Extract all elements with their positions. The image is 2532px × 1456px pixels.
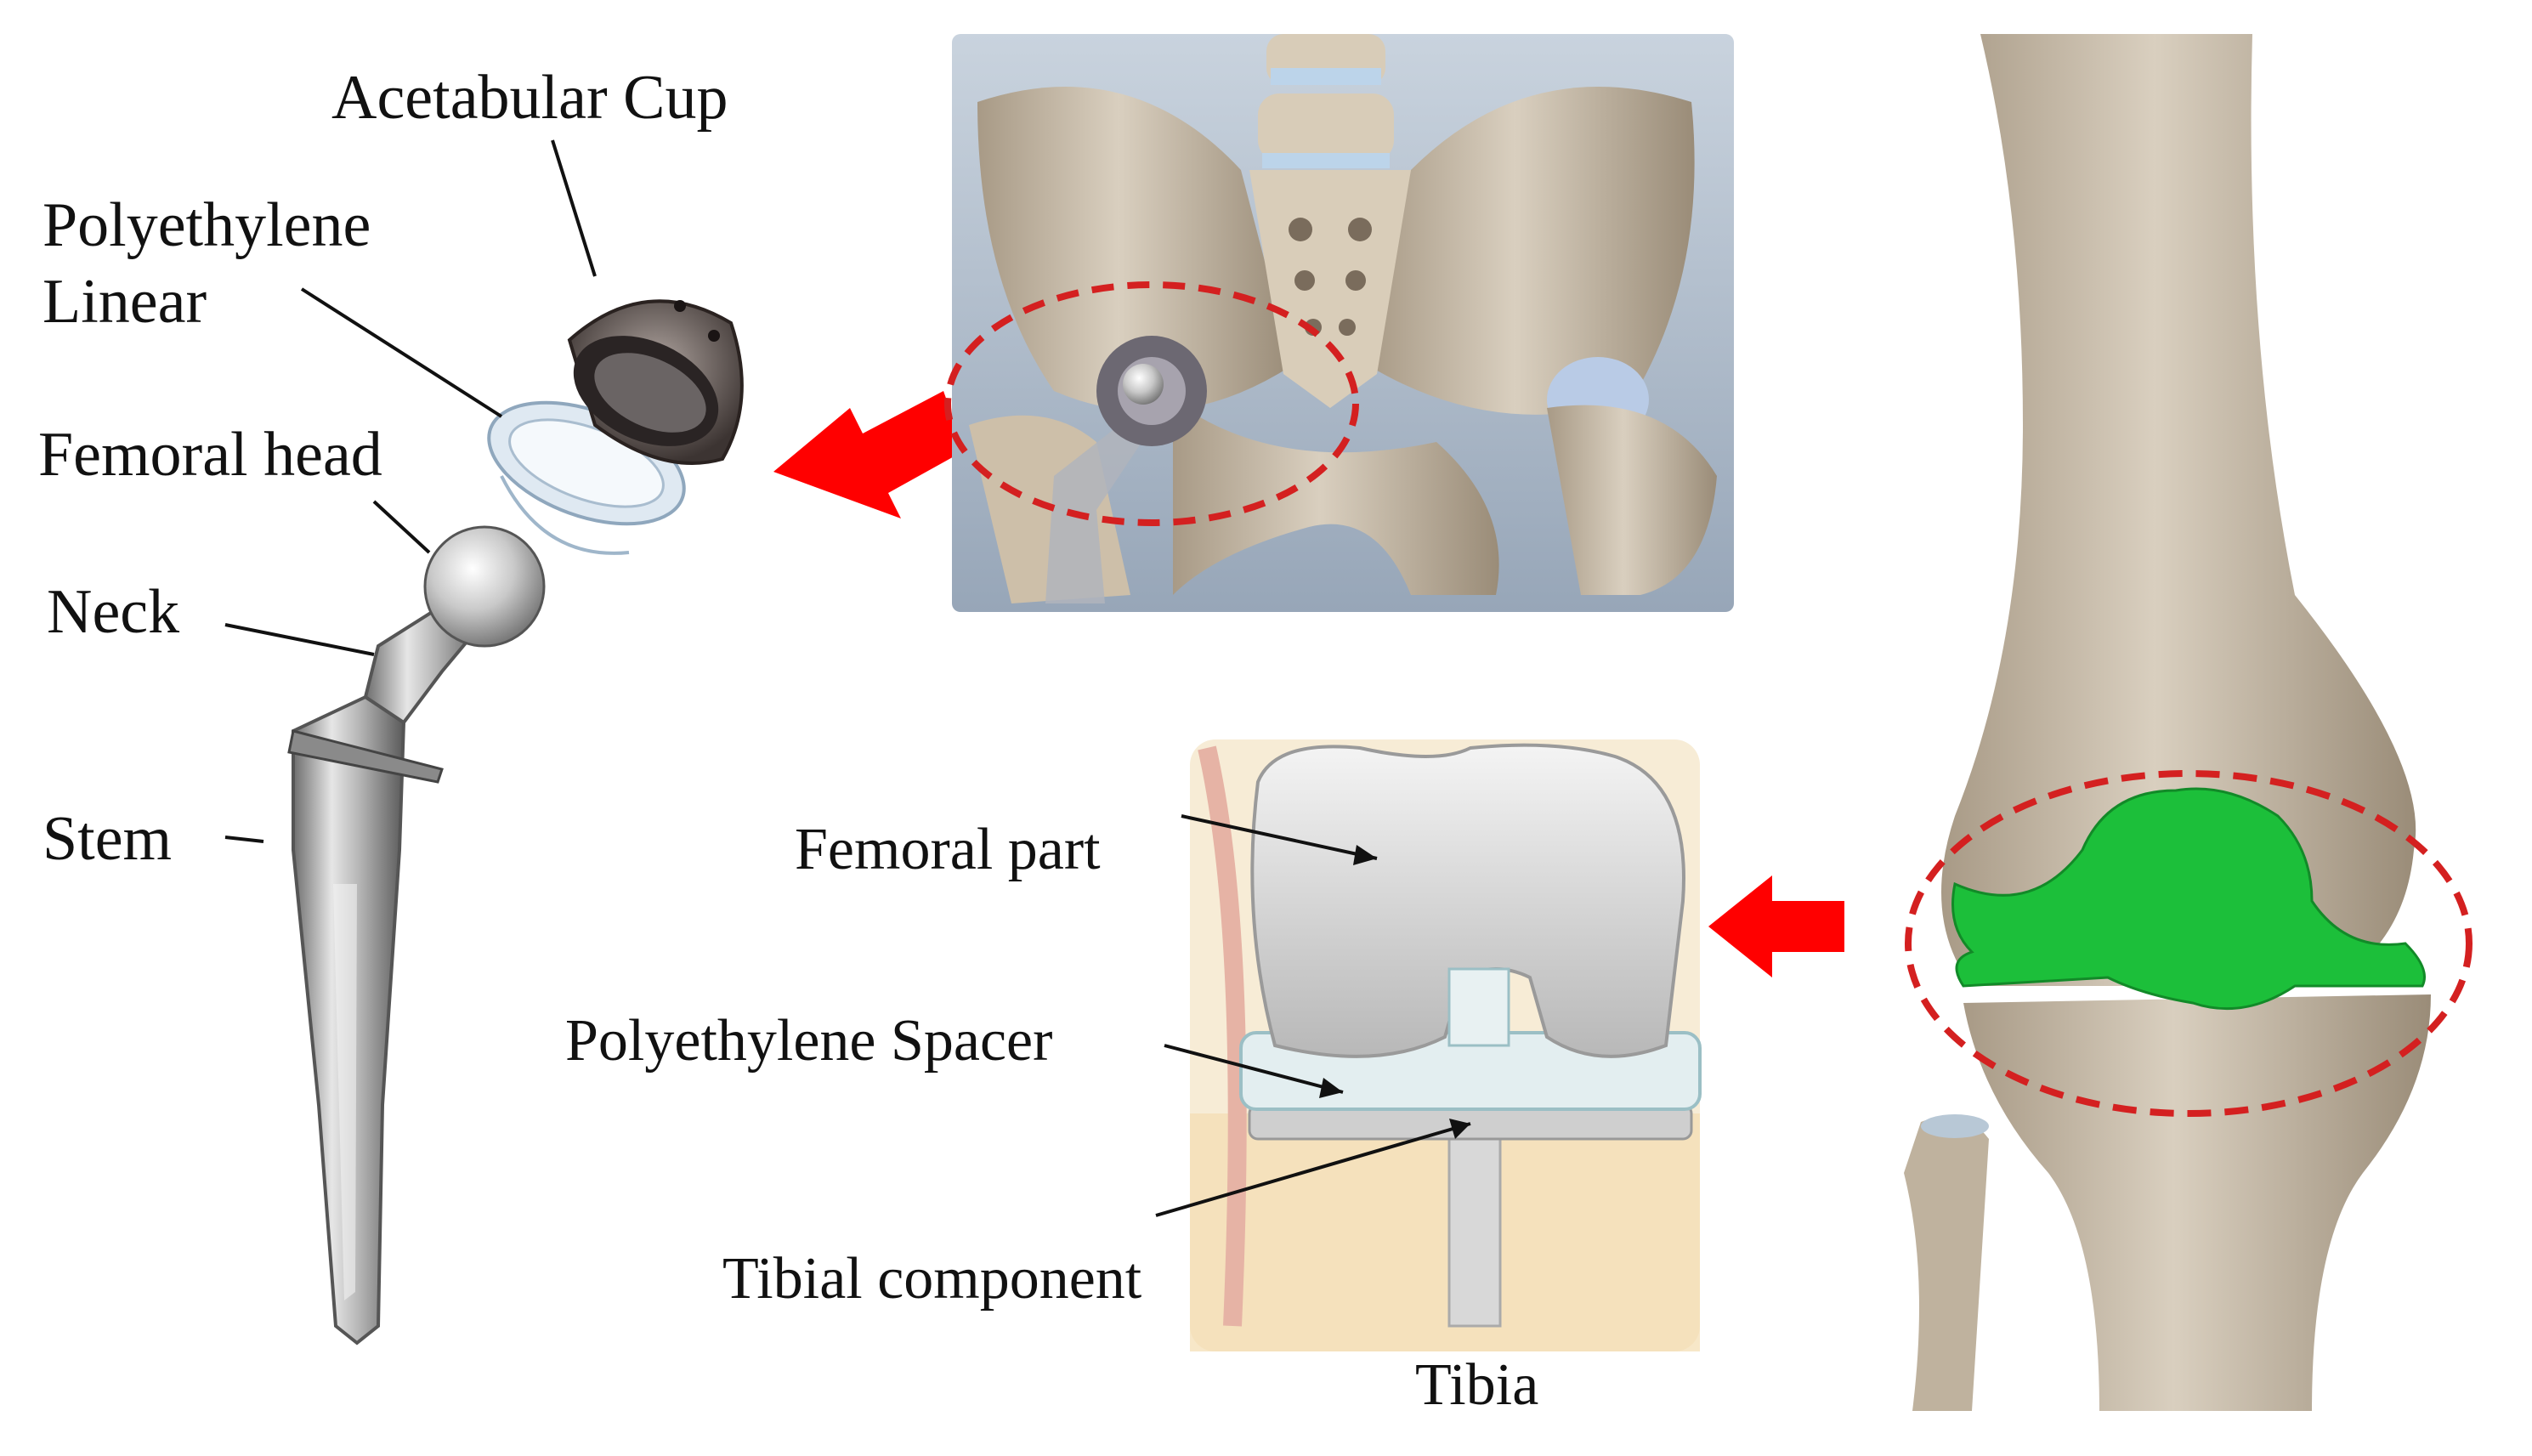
label-femoral-part: Femoral part xyxy=(795,817,1101,882)
label-polyethylene: Polyethylene xyxy=(42,190,371,260)
pelvis-illustration xyxy=(944,34,1734,612)
label-polyethylene-spacer: Polyethylene Spacer xyxy=(565,1008,1053,1074)
label-tibia: Tibia xyxy=(1415,1352,1539,1418)
knee-cartilage-highlight xyxy=(1951,787,2426,1011)
knee-anatomy-illustration xyxy=(1904,34,2473,1411)
label-femoral-head: Femoral head xyxy=(38,420,382,490)
acetabular-cup-part xyxy=(567,299,744,465)
label-stem: Stem xyxy=(42,804,173,874)
label-acetabular-cup: Acetabular Cup xyxy=(331,63,728,133)
hip-implant-illustration xyxy=(224,139,744,1346)
red-arrow-left-icon xyxy=(773,391,965,518)
label-tibial-component: Tibial component xyxy=(722,1246,1142,1312)
label-neck: Neck xyxy=(47,577,180,647)
femoral-head-part xyxy=(423,525,546,648)
red-arrow-left-icon xyxy=(1708,875,1844,977)
knee-implant-illustration xyxy=(1155,739,1702,1351)
label-linear: Linear xyxy=(42,267,207,337)
